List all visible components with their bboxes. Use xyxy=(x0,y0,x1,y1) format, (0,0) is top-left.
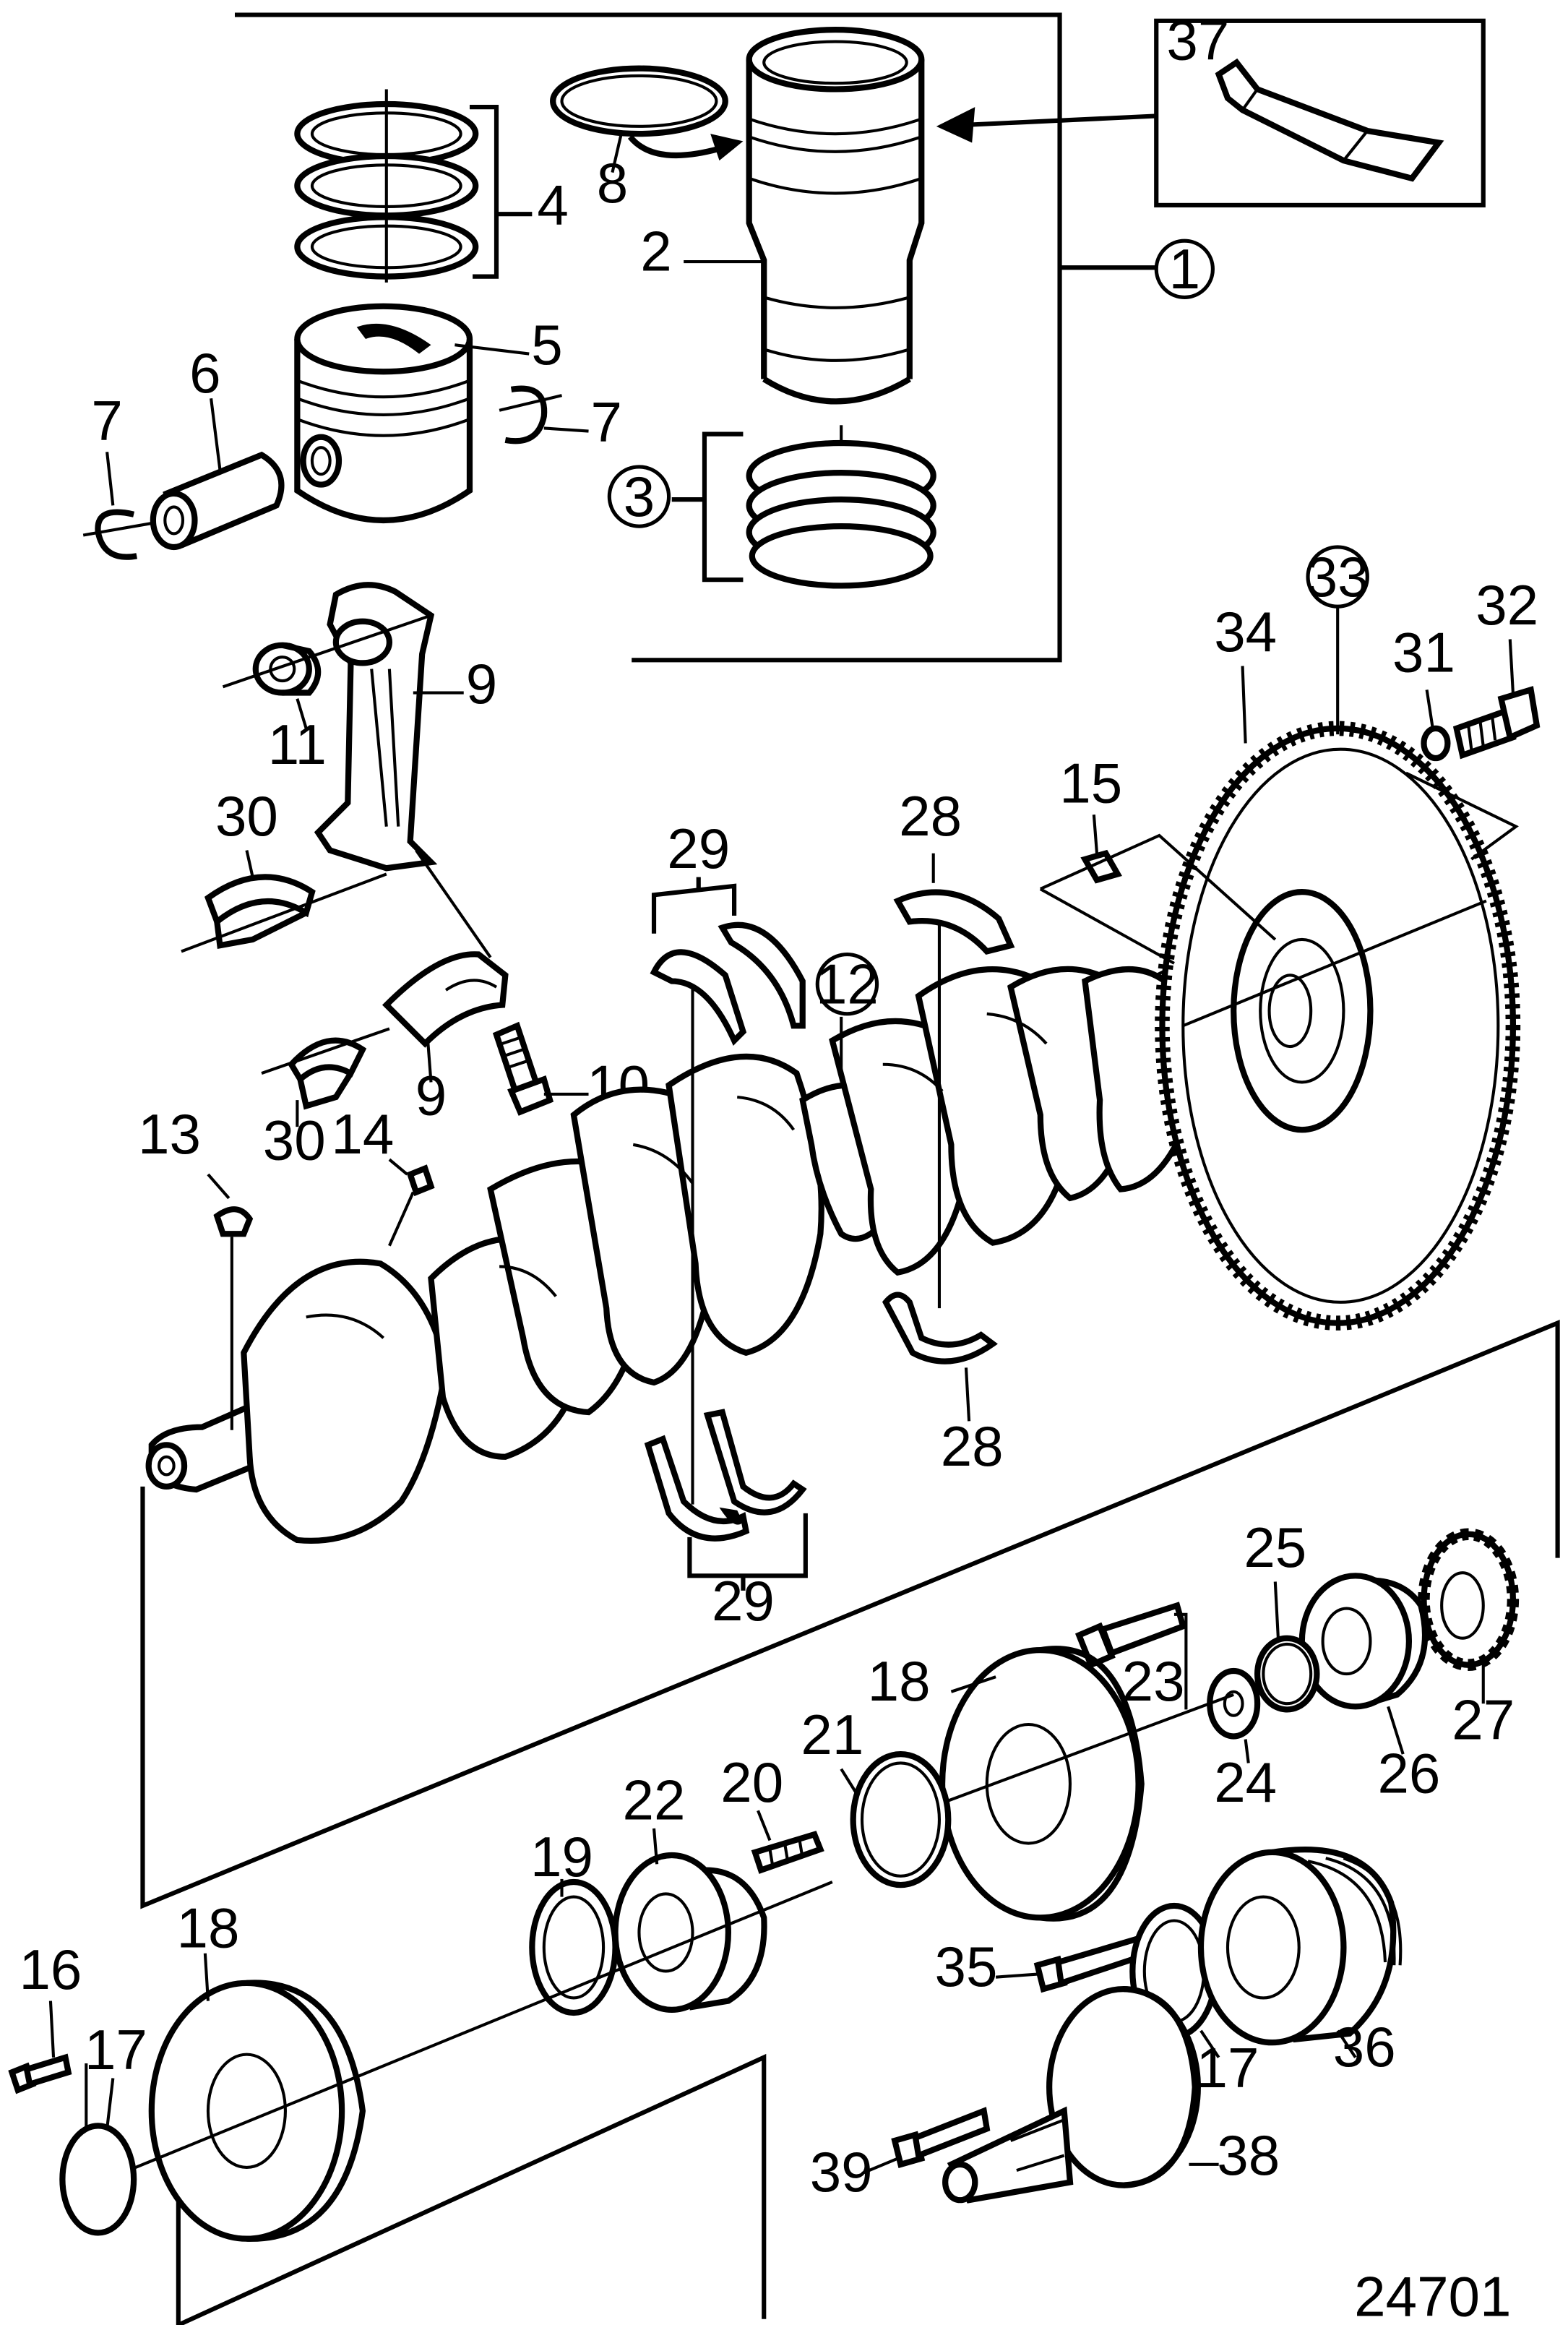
callout-33: 33 xyxy=(1306,545,1369,609)
connecting-rod: 11 9 xyxy=(222,582,497,872)
callout-26: 26 xyxy=(1377,1742,1440,1805)
callout-1: 1 xyxy=(1169,237,1200,301)
bearing-shell-lower: 30 xyxy=(261,1027,390,1172)
callout-13: 13 xyxy=(138,1102,201,1166)
callout-18-bottom: 18 xyxy=(176,1896,239,1960)
callout-30-bottom: 30 xyxy=(263,1108,326,1172)
piston-rings: 4 xyxy=(294,89,569,283)
callout-37: 37 xyxy=(1166,8,1229,72)
callout-24: 24 xyxy=(1214,1750,1277,1814)
flywheel-bolt: 32 xyxy=(1452,573,1541,760)
callout-circle-12 xyxy=(815,952,879,1016)
sealant-tube-box: 37 xyxy=(1154,8,1486,207)
main-bearing-shell-lower: 28 xyxy=(882,1292,1004,1478)
connecting-rod-cap: 9 xyxy=(382,849,509,1127)
callout-4: 4 xyxy=(537,173,568,237)
vibration-damper-lower: 18 xyxy=(91,1881,833,2242)
thrust-washers-lower: 29 xyxy=(644,1409,808,1633)
callout-35: 35 xyxy=(934,1935,997,1998)
sealant-arrow xyxy=(936,107,1157,143)
callout-16: 16 xyxy=(19,1938,82,2001)
flywheel: 34 33 xyxy=(1039,545,1521,1331)
callout-7-left: 7 xyxy=(91,389,122,452)
adapter-bolt: 39 xyxy=(810,2107,991,2204)
flywheel-washer: 31 xyxy=(1392,621,1455,762)
damper-bolt: 16 xyxy=(8,1938,82,2094)
callout-circle-1 xyxy=(1154,238,1215,299)
callout-17-left: 17 xyxy=(85,2018,147,2081)
drawing-reference-number: 24701 xyxy=(1354,2265,1511,2325)
piston: 5 xyxy=(294,303,563,523)
callout-29-bottom: 29 xyxy=(712,1569,775,1633)
damper-plate-lower: 17 xyxy=(59,2018,147,2236)
liner-seal-ring: 8 xyxy=(550,65,744,215)
callout-39: 39 xyxy=(810,2140,873,2204)
callout-27: 27 xyxy=(1452,1688,1515,1752)
crankshaft-callout: 12 xyxy=(815,952,879,1077)
callout-12: 12 xyxy=(816,952,879,1015)
callout-11: 11 xyxy=(268,713,327,776)
callout-19: 19 xyxy=(530,1825,593,1888)
callout-36: 36 xyxy=(1333,2015,1396,2079)
hub-washer: 24 xyxy=(1207,1667,1277,1814)
hub-o-ring: 25 xyxy=(1244,1516,1320,1713)
cylinder-liner: 2 xyxy=(640,27,925,405)
callout-9-top: 9 xyxy=(466,652,497,715)
callout-38: 38 xyxy=(1217,2123,1280,2187)
piston-pin: 6 xyxy=(150,341,285,551)
thrust-washers-upper: 29 xyxy=(650,817,806,1046)
callout-23: 23 xyxy=(1122,1649,1185,1713)
callout-34: 34 xyxy=(1214,600,1277,663)
callout-circle-3 xyxy=(607,465,671,528)
callout-2: 2 xyxy=(640,219,671,283)
callout-28-top: 28 xyxy=(899,784,962,848)
circlip-left: 7 xyxy=(82,389,152,560)
pulley-gasket: 19 xyxy=(529,1825,619,2016)
callout-20: 20 xyxy=(720,1750,783,1814)
damper-stud: 20 xyxy=(720,1750,824,1874)
callout-circle-33 xyxy=(1306,545,1369,609)
crankshaft-pulley: 36 xyxy=(1197,1846,1403,2079)
shaft-adapter: 38 xyxy=(942,1986,1280,2204)
vibration-damper-upper: 18 xyxy=(868,1646,1234,1922)
bearing-shell-upper: 30 xyxy=(181,784,387,953)
callout-8: 8 xyxy=(597,151,628,215)
crankshaft-gear: 27 xyxy=(1418,1528,1520,1752)
callout-18-top: 18 xyxy=(868,1649,931,1713)
callout-25: 25 xyxy=(1244,1516,1306,1579)
damper-seal-ring: 21 xyxy=(801,1703,952,1888)
callout-15: 15 xyxy=(1059,752,1122,815)
callout-29-top: 29 xyxy=(667,817,730,880)
callout-6: 6 xyxy=(189,341,220,405)
callout-30-top: 30 xyxy=(215,784,278,848)
guide-pin: 14 xyxy=(331,1102,435,1247)
main-bearing-shell-upper: 28 xyxy=(893,784,1015,955)
crankshaft xyxy=(145,965,1193,1544)
callout-9-cap: 9 xyxy=(415,1064,447,1127)
callout-7-right: 7 xyxy=(590,390,621,454)
circlip-right: 7 xyxy=(499,385,622,454)
crankshaft-hub: 26 xyxy=(1298,1573,1440,1805)
pulley-hub: 22 xyxy=(612,1769,767,2014)
callout-5: 5 xyxy=(531,313,562,377)
callout-14: 14 xyxy=(331,1102,394,1166)
callout-22: 22 xyxy=(623,1769,686,1832)
liner-kit-bracket: 1 xyxy=(234,12,1215,663)
callout-21: 21 xyxy=(801,1703,863,1766)
woodruff-key: 13 xyxy=(138,1102,254,1430)
callout-31: 31 xyxy=(1392,621,1455,684)
liner-seal-rings: 3 xyxy=(607,425,936,589)
callout-17-right: 17 xyxy=(1197,2036,1259,2100)
callout-32: 32 xyxy=(1476,573,1538,637)
flywheel-dowel: 15 xyxy=(1059,752,1122,884)
callout-28-bottom: 28 xyxy=(941,1414,1004,1478)
callout-3: 3 xyxy=(624,465,655,528)
